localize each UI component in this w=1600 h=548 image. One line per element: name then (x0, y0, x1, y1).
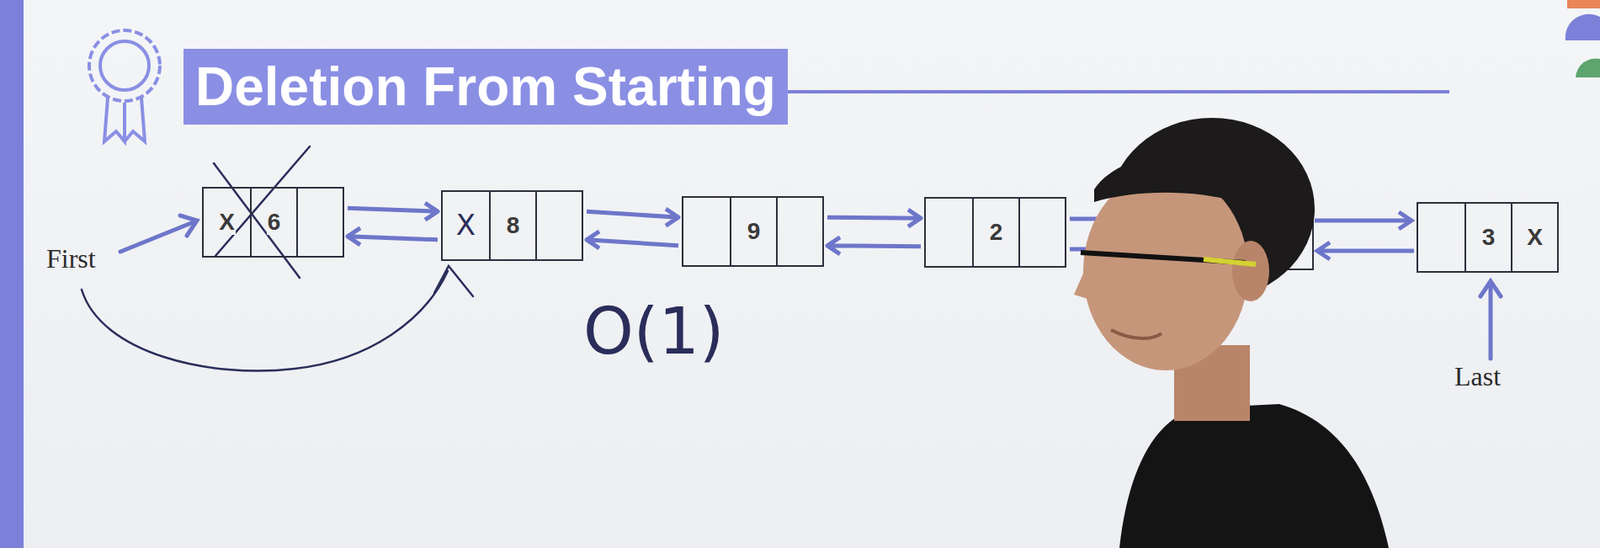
cell-value: 8 (505, 212, 521, 240)
pointer-cell (535, 191, 582, 260)
list-node: X8 (441, 190, 584, 261)
cell-value: 2 (988, 219, 1005, 246)
cell-value: 6 (266, 209, 282, 236)
ribbon-icon (89, 30, 160, 142)
presenter (1073, 117, 1389, 548)
cell-value: 3 (1481, 224, 1497, 251)
data-cell: 9 (729, 197, 777, 266)
cell-value: X (455, 209, 477, 241)
list-node: 9 (681, 196, 824, 267)
pointer-label: First (46, 244, 96, 274)
list-node: 3X (1416, 201, 1559, 273)
link-arrow (827, 209, 921, 227)
pointer-label: Last (1454, 361, 1501, 392)
pointer-cell (1018, 198, 1065, 266)
hand-strokes (81, 146, 474, 372)
cell-value: 9 (746, 218, 762, 245)
link-arrow (347, 228, 438, 245)
pointer-cell: X (442, 191, 490, 260)
list-node: X6 (201, 186, 345, 258)
cell-value: X (217, 209, 236, 236)
pointer-cell (925, 198, 973, 266)
link-arrow (827, 237, 921, 255)
list-node: 2 (924, 196, 1067, 268)
pointer-cell (296, 188, 343, 256)
side-bar (0, 0, 24, 548)
slide-title: Deletion From Starting (183, 48, 788, 125)
title-rule (787, 90, 1450, 94)
data-cell: 2 (972, 198, 1019, 266)
data-cell: 8 (489, 191, 536, 260)
pointer-cell (683, 197, 730, 266)
complexity-note: O(1) (583, 296, 724, 367)
data-cell: 6 (249, 188, 297, 256)
link-arrow (586, 208, 679, 226)
data-cell: 3 (1464, 203, 1511, 272)
link-arrow (347, 202, 438, 220)
link-arrow (586, 231, 679, 249)
corner-decor (1565, 0, 1600, 78)
cell-value: X (1525, 224, 1544, 251)
pointer-cell: X (203, 188, 250, 256)
pointer-cell (1418, 203, 1465, 272)
pointer-cell (776, 197, 823, 266)
pointer-cell: X (1510, 203, 1558, 272)
